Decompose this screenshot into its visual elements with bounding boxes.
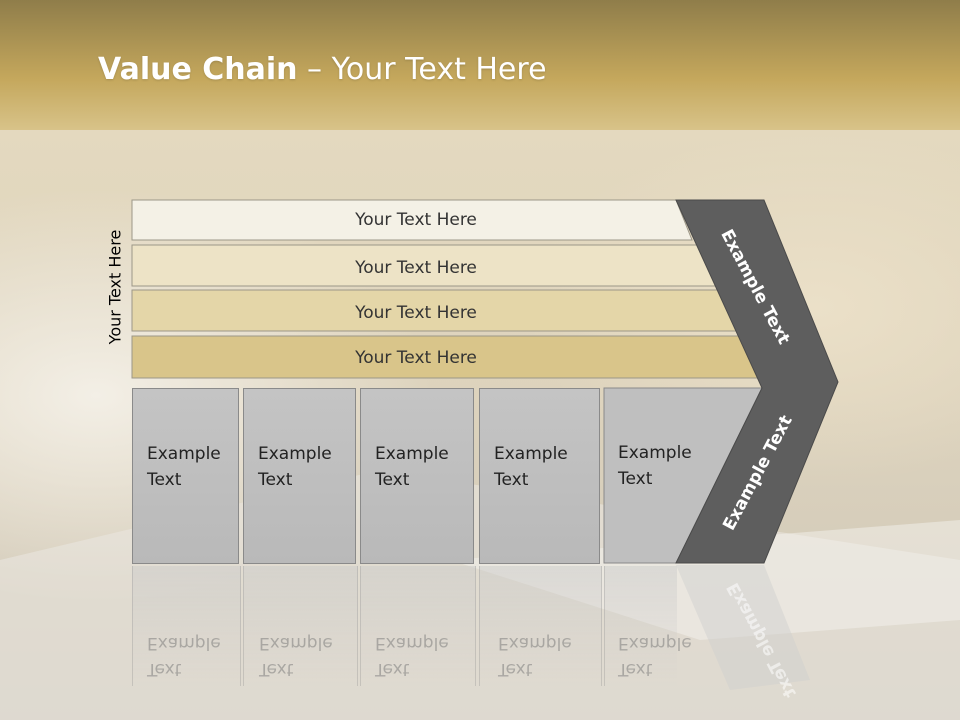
bar-4: Your Text Here — [131, 335, 765, 379]
chevron-reflection — [676, 565, 810, 690]
title-rest-text: – Your Text Here — [297, 52, 547, 87]
bar-1: Your Text Here — [131, 199, 693, 241]
bar-2: Your Text Here — [131, 244, 717, 287]
chevron-arrow — [675, 199, 839, 564]
bar-3-label: Your Text Here — [354, 303, 477, 323]
title-bold-text: Value Chain — [98, 52, 298, 87]
slide-title: Value Chain – Your Text Here — [98, 52, 547, 87]
bar-3: Your Text Here — [131, 289, 741, 332]
bar-2-label: Your Text Here — [354, 258, 477, 278]
bar-1-label: Your Text Here — [354, 210, 477, 230]
bar-4-label: Your Text Here — [354, 348, 477, 368]
